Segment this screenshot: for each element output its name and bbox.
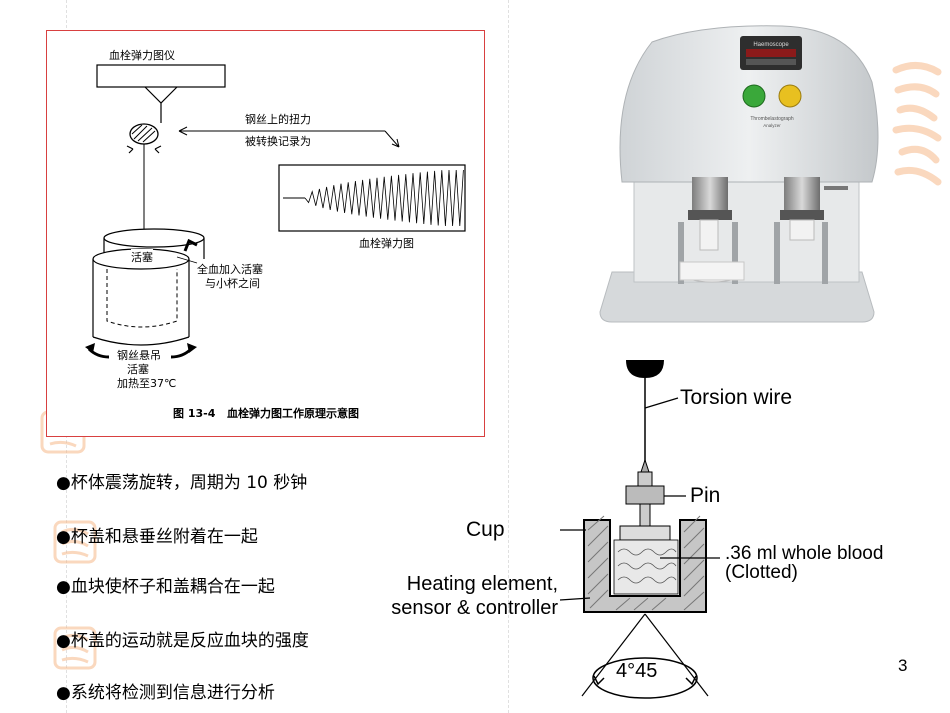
piston-label-2: 活塞 xyxy=(127,363,149,376)
heat-label: 加热至37℃ xyxy=(117,377,177,390)
device-title: 血栓弹力图仪 xyxy=(109,49,175,62)
bullet-item: ●血块使杯子和盖耦合在一起 xyxy=(56,577,275,597)
model-sub-label: Analyzer xyxy=(763,123,781,128)
torsion-wire-label: Torsion wire xyxy=(680,386,793,409)
blood-label-1: 全血加入活塞 xyxy=(197,263,263,276)
watermark-seal xyxy=(52,624,98,676)
principle-figure: 血栓弹力图仪 钢丝上的扭力 被转换记录为 血栓弹力图 活塞 全血加入活塞 与小杯… xyxy=(46,30,485,437)
blood-sample-line-2: (Clotted) xyxy=(725,562,798,583)
yellow-status-button[interactable] xyxy=(778,84,802,108)
heating-line-1: Heating element, xyxy=(406,573,558,595)
model-label: Thrombelastograph xyxy=(750,116,794,122)
green-status-button[interactable] xyxy=(742,84,766,108)
heating-line-2: sensor & controller xyxy=(391,597,558,619)
blood-sample-label: .36 ml whole blood (Clotted) xyxy=(725,544,883,582)
caption-text: 血栓弹力图工作原理示意图 xyxy=(227,407,359,420)
brand-label: Haemoscope xyxy=(753,42,789,48)
page-number: 3 xyxy=(898,656,908,675)
caption-number: 图 13-4 xyxy=(173,407,216,420)
suspend-label: 钢丝悬吊 xyxy=(117,349,161,362)
teg-analyzer-photo: Haemoscope Thrombelastograph Analyzer xyxy=(592,22,882,334)
watermark-seal xyxy=(888,60,946,203)
torque-label-2: 被转换记录为 xyxy=(245,135,311,148)
heating-label: Heating element, sensor & controller xyxy=(322,572,558,620)
trace-caption: 血栓弹力图 xyxy=(359,237,414,250)
background-guide xyxy=(508,0,509,713)
blood-label-2: 与小杯之间 xyxy=(205,277,260,290)
bullet-item: ●杯盖的运动就是反应血块的强度 xyxy=(56,631,309,651)
angle-label: 4°45 xyxy=(616,660,658,682)
blood-sample-line-1: .36 ml whole blood xyxy=(725,543,884,564)
bullet-item: ●系统将检测到信息进行分析 xyxy=(56,683,275,703)
pin-label: Pin xyxy=(690,484,721,507)
watermark-seal xyxy=(52,518,98,570)
bullet-item: ●杯体震荡旋转，周期为 10 秒钟 xyxy=(56,473,308,493)
torque-label-1: 钢丝上的扭力 xyxy=(245,113,311,126)
cup-label: Cup xyxy=(466,518,505,541)
bullet-item: ●杯盖和悬垂丝附着在一起 xyxy=(56,527,258,547)
piston-label: 活塞 xyxy=(131,249,153,265)
torsion-cup-diagram: Torsion wire Pin .36 ml whole blood (Clo… xyxy=(560,360,950,710)
